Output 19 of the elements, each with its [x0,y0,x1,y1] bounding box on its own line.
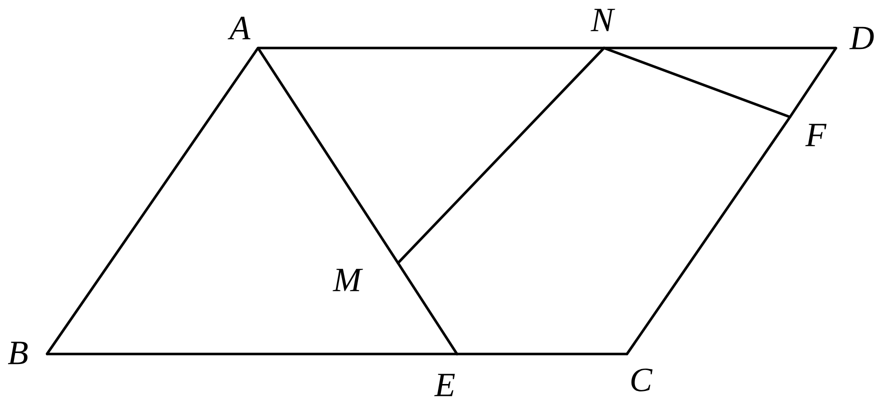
line-segment [46,46,260,356]
line-segment [256,46,606,50]
point-label: N [590,8,616,32]
line-segment [256,46,400,264]
point-label: A [228,16,250,40]
point-label: C [631,368,652,392]
point-label: B [8,342,28,364]
line-segment [46,352,458,356]
line-segment [788,46,838,118]
line-segment [456,352,628,356]
point-label: M [332,268,363,292]
point-label: F [805,124,827,146]
point-label: E [434,374,455,396]
point-label: D [849,26,874,50]
line-segment [396,46,606,264]
line-segment [396,262,458,356]
line-segment [602,46,792,118]
line-segment [626,116,792,356]
line-segment [602,46,838,50]
